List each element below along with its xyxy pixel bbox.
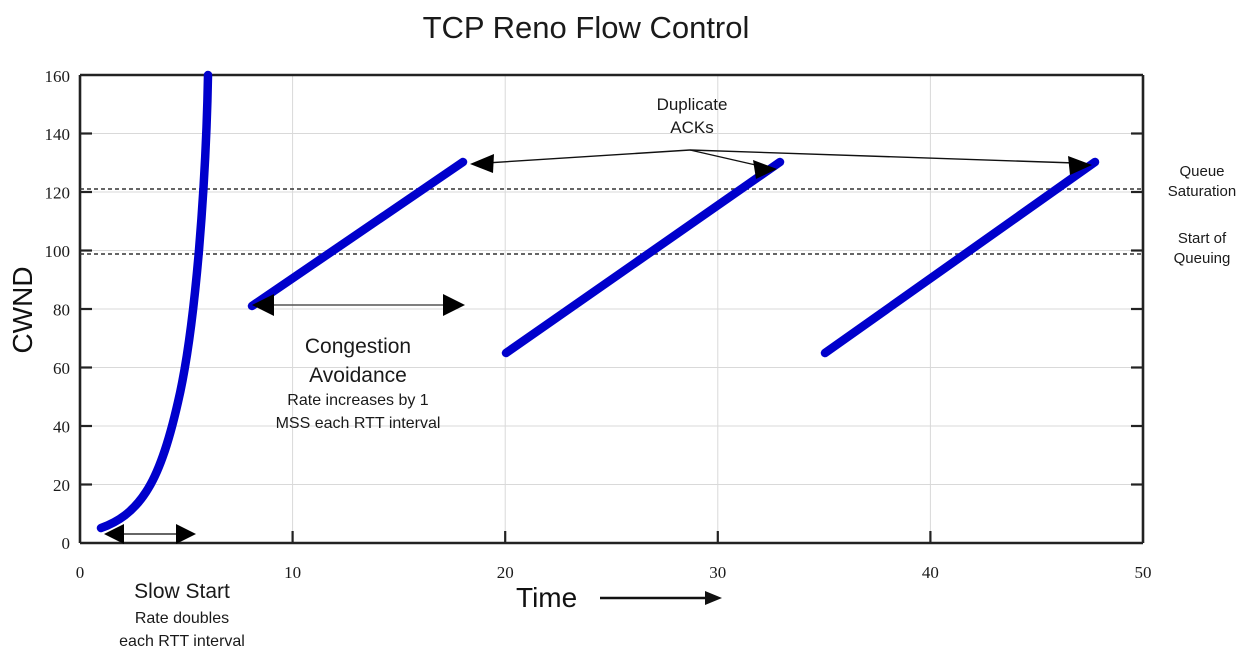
y-axis-title: CWND: [7, 266, 38, 353]
x-tick-label-10: 10: [284, 563, 301, 582]
y-axis-ticks: [80, 132, 92, 486]
congestion-avoidance-line-1: Rate increases by 1: [287, 392, 429, 409]
x-tick-label-30: 30: [709, 563, 726, 582]
x-axis-arrow-icon: [600, 591, 722, 605]
y-tick-label-120: 120: [45, 184, 71, 203]
x-tick-label-0: 0: [76, 563, 85, 582]
duplicate-acks-leader-arrow-2-icon: [689, 149, 777, 179]
y-tick-label-20: 20: [53, 476, 70, 495]
y-tick-label-160: 160: [45, 67, 71, 86]
y-tick-label-80: 80: [53, 301, 70, 320]
slow-start-span-arrow-icon: [104, 524, 196, 544]
x-tick-label-40: 40: [922, 563, 939, 582]
x-tick-label-20: 20: [497, 563, 514, 582]
y-tick-label-40: 40: [53, 418, 70, 437]
start-of-queuing-label-line-1: Start of: [1178, 230, 1227, 247]
queue-saturation-label-line-2: Saturation: [1168, 183, 1236, 200]
congestion-avoidance-heading-1: Congestion: [305, 335, 411, 358]
x-axis-title: Time: [516, 582, 577, 613]
queue-saturation-label-line-1: Queue: [1179, 163, 1224, 180]
start-of-queuing-label-line-2: Queuing: [1174, 250, 1231, 267]
duplicate-acks-leader-arrow-1-icon: [470, 149, 691, 173]
series-congestion-avoidance-3: [820, 157, 1100, 358]
series-slow-start: [96, 70, 213, 533]
slow-start-heading: Slow Start: [134, 580, 230, 603]
congestion-avoidance-heading-2: Avoidance: [309, 364, 407, 387]
duplicate-acks-heading-1: Duplicate: [657, 95, 728, 114]
congestion-avoidance-line-2: MSS each RTT interval: [276, 415, 441, 432]
gridlines-horizontal: [80, 133, 1143, 485]
x-tick-label-50: 50: [1135, 563, 1152, 582]
y-tick-label-140: 140: [45, 125, 71, 144]
y-axis-ticks-right: [1131, 132, 1143, 486]
chart-title: TCP Reno Flow Control: [423, 10, 750, 45]
y-tick-label-60: 60: [53, 359, 70, 378]
duplicate-acks-heading-2: ACKs: [670, 118, 713, 137]
slow-start-line-1: Rate doubles: [135, 610, 229, 627]
y-tick-label-100: 100: [45, 242, 71, 261]
congestion-avoidance-span-arrow-icon: [252, 294, 465, 316]
y-tick-label-0: 0: [62, 534, 71, 553]
slow-start-line-2: each RTT interval: [119, 633, 245, 650]
duplicate-acks-leader-arrow-3-icon: [689, 149, 1092, 175]
series-congestion-avoidance-1: [247, 157, 468, 311]
x-axis-ticks: [291, 531, 932, 543]
gridlines-vertical: [292, 75, 931, 543]
series-congestion-avoidance-2: [501, 157, 785, 358]
